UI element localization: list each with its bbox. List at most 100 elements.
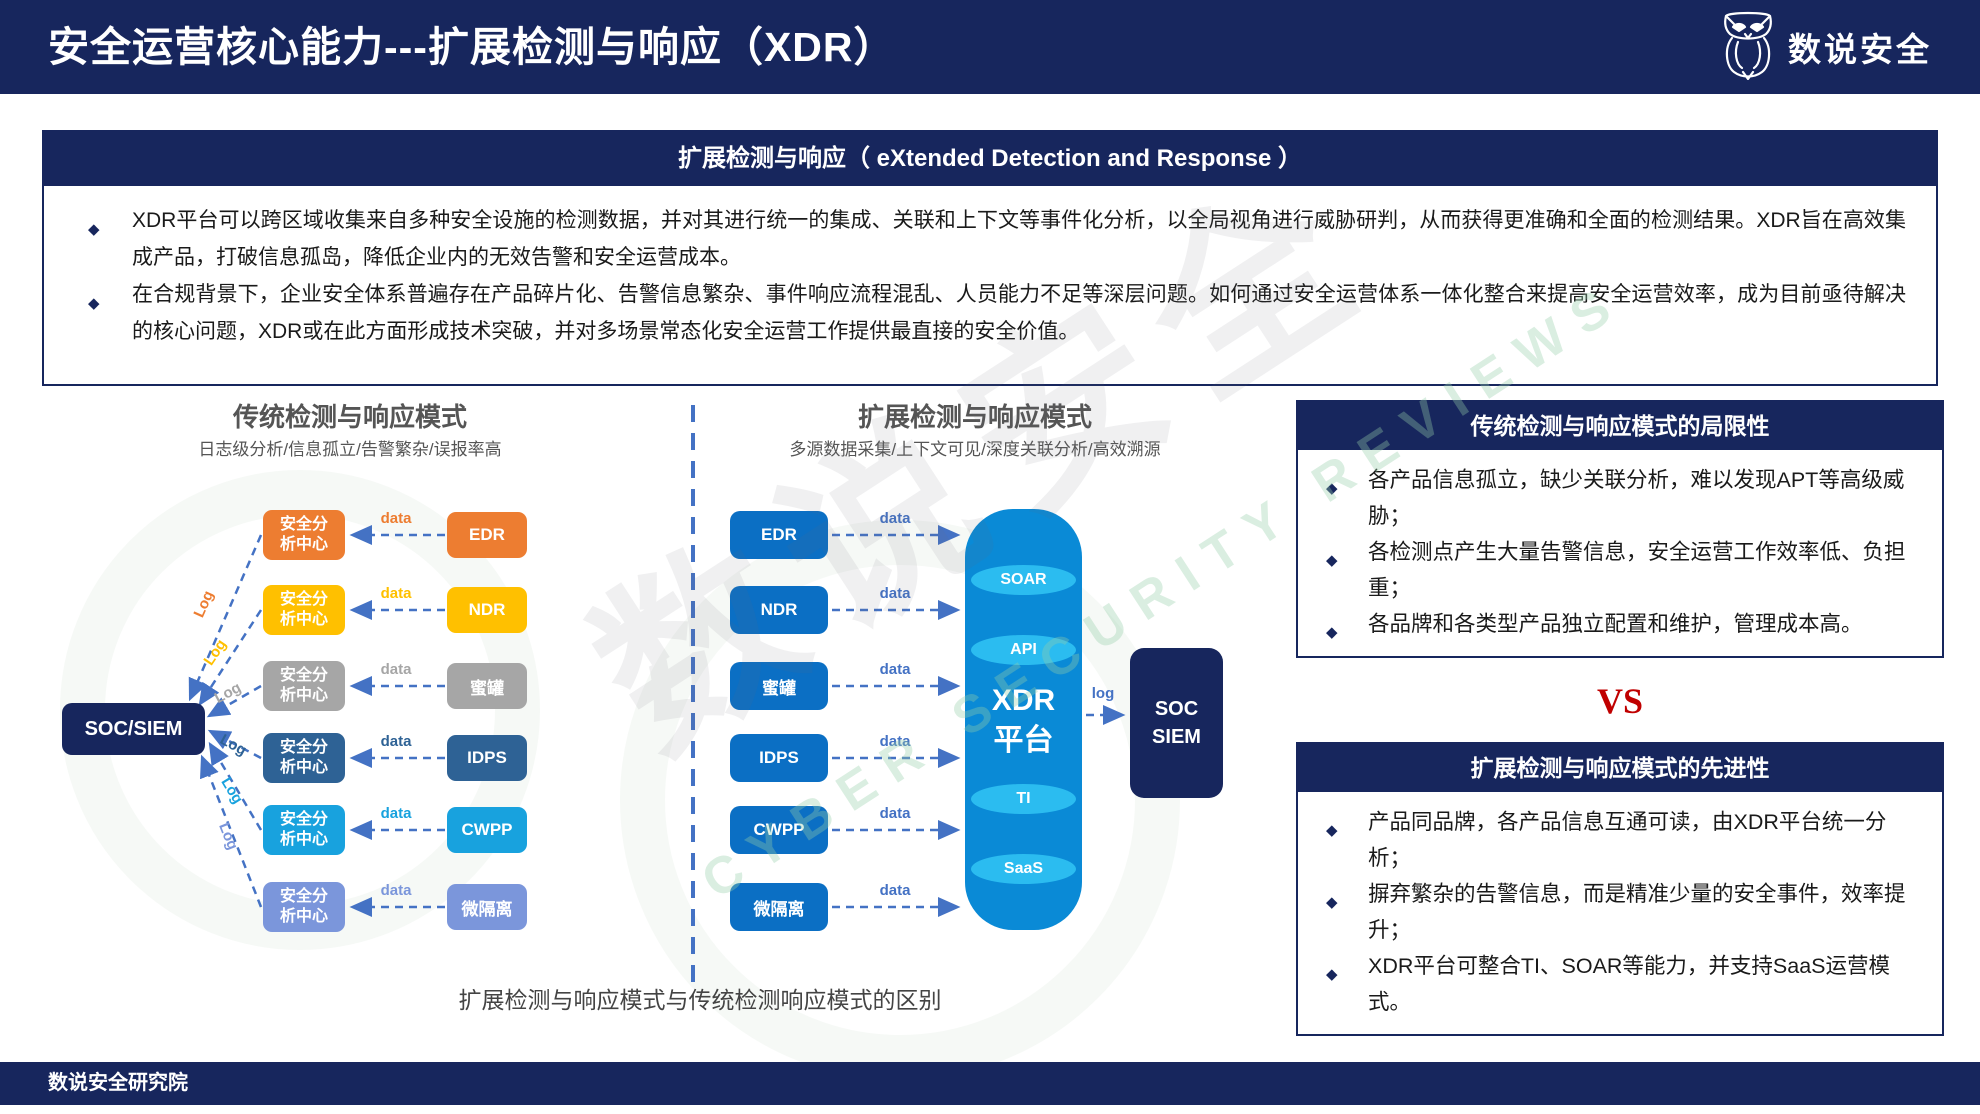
footer-bar: 数说安全研究院 <box>0 1062 1980 1105</box>
capability-oval-saas: SaaS <box>971 854 1076 884</box>
diamond-bullet-icon: ◆ <box>1326 966 1338 983</box>
analysis-center-label: 安全分析中心 <box>279 516 328 553</box>
xdr-source-honeypot: 蜜罐 <box>730 662 828 710</box>
limitations-title: 传统检测与响应模式的局限性 <box>1298 402 1942 450</box>
advantages-title: 扩展检测与响应模式的先进性 <box>1298 744 1942 792</box>
xdr-source-edr: EDR <box>730 511 828 559</box>
advantage-text: 摒弃繁杂的告警信息，而是精准少量的安全事件，效率提升； <box>1368 882 1906 942</box>
limitation-bullet: ◆ 各品牌和各类型产品独立配置和维护，管理成本高。 <box>1316 606 1924 642</box>
diagram-arrows: data data data data data data Log Log Lo… <box>188 405 1126 991</box>
soc-siem-node: SOC/SIEM <box>62 703 205 755</box>
product-node-edr: EDR <box>447 512 527 558</box>
advantage-text: 产品同品牌，各产品信息互通可读，由XDR平台统一分析； <box>1368 810 1887 870</box>
intro-box-title: 扩展检测与响应（ eXtended Detection and Response… <box>44 132 1936 186</box>
soc-label-line2: SIEM <box>1152 726 1201 748</box>
svg-text:data: data <box>880 882 912 899</box>
brand-name: 数说安全 <box>1788 31 1932 68</box>
left-diagram-subtitle: 日志级分析/信息孤立/告警繁杂/误报率高 <box>198 440 502 459</box>
diamond-bullet-icon: ◆ <box>1326 822 1338 839</box>
svg-text:data: data <box>880 510 912 527</box>
analysis-center-node: 安全分析中心 <box>263 585 345 635</box>
svg-text:Log: Log <box>212 679 244 707</box>
svg-text:data: data <box>880 585 912 602</box>
analysis-center-node: 安全分析中心 <box>263 805 345 855</box>
soc-siem-target-node: SOC SIEM <box>1130 648 1223 798</box>
vs-label: VS <box>1596 681 1644 721</box>
diamond-bullet-icon: ◆ <box>1326 552 1338 569</box>
analysis-center-label: 安全分析中心 <box>279 591 328 628</box>
svg-text:data: data <box>381 510 413 527</box>
analysis-center-label: 安全分析中心 <box>279 888 328 925</box>
diamond-bullet-icon: ◆ <box>1326 894 1338 911</box>
diamond-bullet-icon: ◆ <box>88 221 100 238</box>
brand: 数说安全 <box>1720 0 1932 94</box>
xdr-source-microseg: 微隔离 <box>730 883 828 931</box>
page-title: 安全运营核心能力---扩展检测与响应（XDR） <box>48 24 896 70</box>
svg-text:data: data <box>880 661 912 678</box>
limitation-text: 各品牌和各类型产品独立配置和维护，管理成本高。 <box>1368 612 1863 636</box>
svg-text:data: data <box>381 882 413 899</box>
xdr-source-cwpp: CWPP <box>730 806 828 854</box>
analysis-center-label: 安全分析中心 <box>279 739 328 776</box>
intro-bullet-text: XDR平台可以跨区域收集来自多种安全设施的检测数据，并对其进行统一的集成、关联和… <box>132 209 1906 269</box>
product-node-cwpp: CWPP <box>447 807 527 853</box>
xdr-platform-line1: XDR <box>991 684 1056 717</box>
advantages-body: ◆ 产品同品牌，各产品信息互通可读，由XDR平台统一分析； ◆ 摒弃繁杂的告警信息，… <box>1298 792 1942 1034</box>
diagram-caption: 扩展检测与响应模式与传统检测响应模式的区别 <box>458 987 942 1013</box>
product-node-honeypot: 蜜罐 <box>447 663 527 709</box>
limitation-text: 各产品信息孤立，缺少关联分析，难以发现APT等高级威胁； <box>1368 468 1905 528</box>
svg-text:data: data <box>381 585 413 602</box>
limitation-bullet: ◆ 各检测点产生大量告警信息，安全运营工作效率低、负担重； <box>1316 534 1924 606</box>
svg-text:Log: Log <box>191 588 218 620</box>
svg-text:data: data <box>880 733 912 750</box>
diamond-bullet-icon: ◆ <box>88 295 100 312</box>
svg-text:data: data <box>381 805 413 822</box>
middle-diagram-subtitle: 多源数据采集/上下文可见/深度关联分析/高效溯源 <box>789 440 1161 459</box>
svg-text:data: data <box>880 805 912 822</box>
analysis-center-node: 安全分析中心 <box>263 882 345 932</box>
svg-text:log: log <box>1092 685 1115 702</box>
product-node-microseg: 微隔离 <box>447 884 527 930</box>
advantages-box: 扩展检测与响应模式的先进性 ◆ 产品同品牌，各产品信息互通可读，由XDR平台统一分… <box>1296 742 1944 1036</box>
analysis-center-label: 安全分析中心 <box>279 667 328 704</box>
owl-logo-icon <box>1720 10 1776 85</box>
xdr-platform-line2: 平台 <box>993 724 1054 757</box>
comparison-diagram: 传统检测与响应模式 日志级分析/信息孤立/告警繁杂/误报率高 扩展检测与响应模式… <box>40 393 1285 1053</box>
analysis-center-label: 安全分析中心 <box>279 811 328 848</box>
analysis-center-node: 安全分析中心 <box>263 733 345 783</box>
analysis-center-node: 安全分析中心 <box>263 661 345 711</box>
header-bar: 安全运营核心能力---扩展检测与响应（XDR） 数说安全 <box>0 0 1980 94</box>
svg-text:data: data <box>381 733 413 750</box>
footer-text: 数说安全研究院 <box>48 1072 188 1094</box>
capability-oval-api: API <box>971 635 1076 665</box>
analysis-center-node: 安全分析中心 <box>263 510 345 560</box>
xdr-platform-label: XDR 平台 <box>965 681 1082 761</box>
left-diagram-title: 传统检测与响应模式 <box>232 402 467 432</box>
comparison-panel: 传统检测与响应模式的局限性 ◆ 各产品信息孤立，缺少关联分析，难以发现APT等高级… <box>1296 400 1944 1036</box>
limitation-text: 各检测点产生大量告警信息，安全运营工作效率低、负担重； <box>1368 540 1906 600</box>
intro-box: 扩展检测与响应（ eXtended Detection and Response… <box>42 130 1938 386</box>
svg-text:Log: Log <box>215 820 241 852</box>
product-node-idps: IDPS <box>447 735 527 781</box>
limitations-box: 传统检测与响应模式的局限性 ◆ 各产品信息孤立，缺少关联分析，难以发现APT等高级… <box>1296 400 1944 658</box>
limitation-bullet: ◆ 各产品信息孤立，缺少关联分析，难以发现APT等高级威胁； <box>1316 462 1924 534</box>
advantage-bullet: ◆ 产品同品牌，各产品信息互通可读，由XDR平台统一分析； <box>1316 804 1924 876</box>
intro-bullet-text: 在合规背景下，企业安全体系普遍存在产品碎片化、告警信息繁杂、事件响应流程混乱、人… <box>132 283 1906 343</box>
svg-text:Log: Log <box>217 775 246 807</box>
capability-oval-ti: TI <box>971 784 1076 814</box>
capability-oval-soar: SOAR <box>971 565 1076 595</box>
intro-bullet: ◆ XDR平台可以跨区域收集来自多种安全设施的检测数据，并对其进行统一的集成、关… <box>74 202 1906 276</box>
advantage-bullet: ◆ 摒弃繁杂的告警信息，而是精准少量的安全事件，效率提升； <box>1316 876 1924 948</box>
advantage-bullet: ◆ XDR平台可整合TI、SOAR等能力，并支持SaaS运营模式。 <box>1316 948 1924 1020</box>
diamond-bullet-icon: ◆ <box>1326 480 1338 497</box>
diamond-bullet-icon: ◆ <box>1326 624 1338 641</box>
limitations-body: ◆ 各产品信息孤立，缺少关联分析，难以发现APT等高级威胁； ◆ 各检测点产生大量告… <box>1298 450 1942 656</box>
intro-box-body: ◆ XDR平台可以跨区域收集来自多种安全设施的检测数据，并对其进行统一的集成、关… <box>44 186 1936 350</box>
svg-text:Log: Log <box>217 731 249 759</box>
middle-diagram-title: 扩展检测与响应模式 <box>857 402 1092 432</box>
soc-label-line1: SOC <box>1154 698 1199 720</box>
product-node-ndr: NDR <box>447 587 527 633</box>
advantage-text: XDR平台可整合TI、SOAR等能力，并支持SaaS运营模式。 <box>1368 954 1891 1014</box>
xdr-source-idps: IDPS <box>730 734 828 782</box>
svg-text:data: data <box>381 661 413 678</box>
